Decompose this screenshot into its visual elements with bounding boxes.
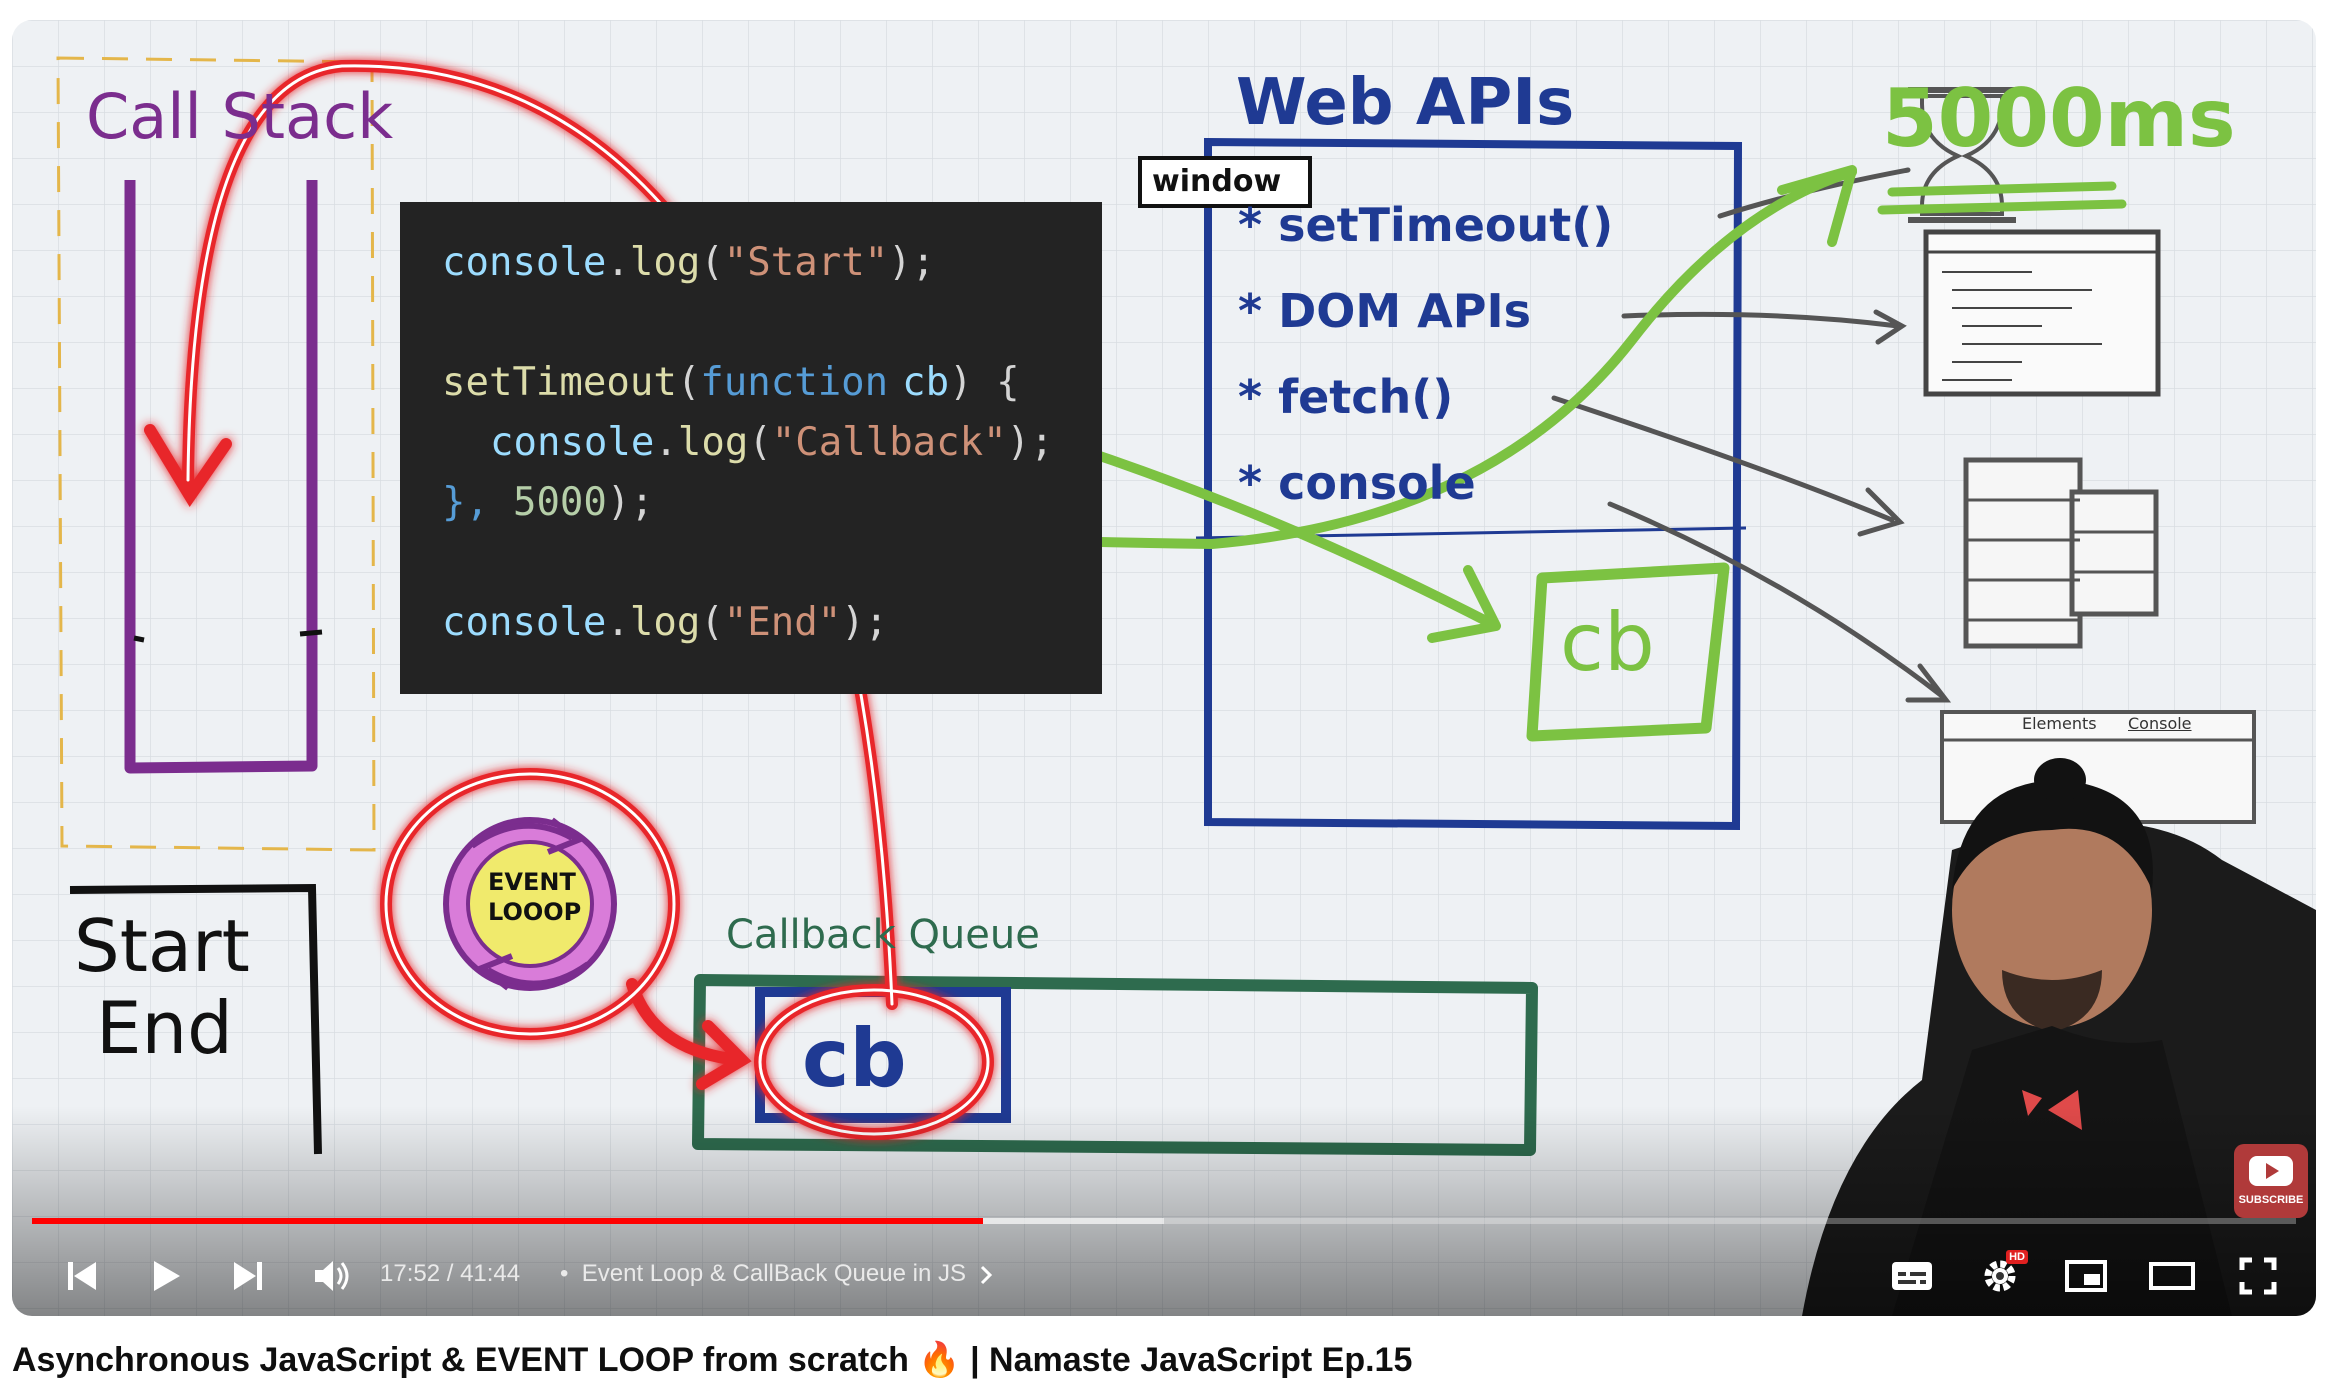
play-button[interactable] [136,1246,196,1306]
progress-bar[interactable] [32,1218,2296,1224]
devtools-tab-console: Console [2128,714,2192,733]
skip-next-button[interactable] [218,1246,278,1306]
skip-previous-icon [68,1262,96,1290]
devtools-tab-elements: Elements [2022,714,2097,733]
progress-track [32,1218,2296,1224]
call-stack-ticks [133,629,323,643]
window-label-box [1138,156,1312,208]
gear-icon [1984,1260,2016,1292]
chapter-title[interactable]: • Event Loop & CallBack Queue in JS [560,1260,993,1288]
queue-item-cb: cb [802,1012,907,1105]
timer-label: 5000ms [1882,72,2236,165]
volume-button[interactable] [302,1246,362,1306]
hourglass-icon [1908,87,2016,223]
code-line-5: console.log("End"); [442,600,889,645]
timer-underline [1877,181,2127,215]
web-apis-label: Web APIs [1236,66,1575,140]
console-output-end: End [96,986,233,1070]
dom-page-sketch [1923,229,2161,397]
chapter-label: Event Loop & CallBack Queue in JS [581,1260,966,1287]
subscribe-watermark[interactable]: SUBSCRIBE [2234,1144,2308,1218]
presenter-webcam [1802,758,2316,1316]
subtitles-icon [1892,1262,1932,1290]
skip-next-icon [234,1262,262,1290]
web-apis-box [1204,137,1743,831]
callback-queue-label: Callback Queue [726,912,1040,958]
whiteboard-frame [12,20,2316,1316]
miniplayer-icon [2065,1260,2107,1292]
settings-button[interactable]: HD [1970,1246,2030,1306]
web-api-item-console: * console [1238,456,1476,510]
video-title: Asynchronous JavaScript & EVENT LOOP fro… [12,1341,1413,1379]
event-loop-label-1: EVENT [488,868,576,896]
web-api-cb-label: cb [1560,596,1655,689]
console-output-box [69,883,322,1155]
event-loop-label-2: LOOOP [488,898,582,926]
web-api-arrows [1551,167,1952,703]
hd-badge: HD [2006,1250,2028,1264]
call-stack-label: Call Stack [86,80,394,153]
console-output-start: Start [74,904,250,988]
chapter-separator: • [560,1260,569,1287]
event-loop-icon [443,817,617,991]
web-api-item-settimeout: * setTimeout() [1238,198,1614,252]
subtitles-button[interactable] [1882,1246,1942,1306]
call-stack-bucket [124,180,318,774]
video-player[interactable]: console.log("Start"); setTimeout(functio… [12,20,2316,1316]
play-icon [154,1261,180,1291]
theater-mode-icon [2149,1262,2195,1290]
volume-icon [315,1261,349,1291]
time-display: 17:52 / 41:44 [380,1260,521,1287]
youtube-play-icon [2249,1156,2293,1186]
window-label: window [1152,164,1282,199]
subscribe-label: SUBSCRIBE [2238,1194,2304,1206]
miniplayer-button[interactable] [2056,1246,2116,1306]
theater-mode-button[interactable] [2142,1246,2202,1306]
chevron-right-icon [981,1265,993,1284]
code-editor-panel: console.log("Start"); setTimeout(functio… [400,202,1102,694]
code-line-1: console.log("Start"); [442,240,936,285]
fullscreen-icon [2239,1257,2277,1295]
fullscreen-button[interactable] [2228,1246,2288,1306]
call-stack-dashed-border [56,56,376,852]
progress-played [32,1218,983,1224]
web-api-item-fetch: * fetch() [1238,370,1454,424]
callback-queue-box [692,974,1538,1156]
web-api-cb-box [1526,562,1730,742]
server-sketch [1963,457,2159,649]
code-line-3: console.log("Callback"); [490,420,1054,465]
skip-previous-button[interactable] [52,1246,112,1306]
code-line-4: },5000); [442,480,654,525]
web-api-item-dom: * DOM APIs [1238,284,1531,338]
